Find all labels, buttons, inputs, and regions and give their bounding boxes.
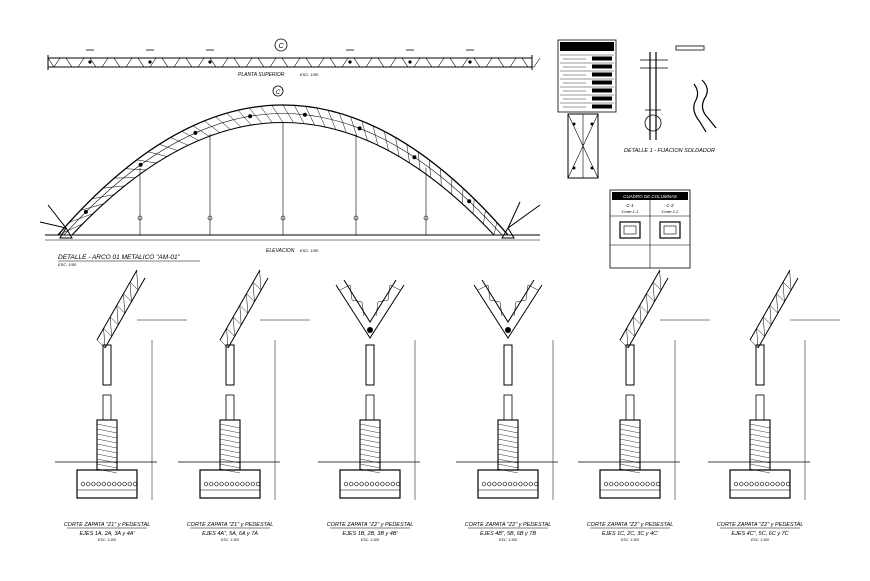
section-axes: EJES 4C", 5C, 6C y 7C xyxy=(731,531,788,537)
svg-text:C: C xyxy=(276,90,281,96)
section-scale: ESC. 1:100 xyxy=(98,538,116,542)
section-axes: EJES 1B, 2B, 3B y 4B' xyxy=(342,531,398,537)
elevation-scale: ESC. 1/50 xyxy=(300,248,319,253)
footing-sections: CORTE ZAPATA "Z1" y PEDESTAL EJES 1A, 2A,… xyxy=(55,269,840,542)
top-plan-scale: ESC. 1/50 xyxy=(300,72,319,77)
svg-text:C: C xyxy=(278,43,284,50)
columns-table: CUADRO DE COLUMNAS C-1 Corte 1-1 C-2 Cor… xyxy=(609,189,691,269)
footing-section-4: CORTE ZAPATA "Z2" y PEDESTAL EJES 4B", 5B… xyxy=(456,279,558,542)
columns-table-title: CUADRO DE COLUMNAS xyxy=(623,194,677,199)
col-b-label: C-2 xyxy=(666,203,674,208)
section-title: CORTE ZAPATA "Z2" y PEDESTAL xyxy=(587,522,674,528)
top-plan-title: PLANTA SUPERIOR xyxy=(238,72,285,78)
anchor-detail-title: DETALLE 1 - FIJACION SOLDADOR xyxy=(624,148,715,154)
section-axes: EJES 4A", 5A, 6A y 7A xyxy=(202,531,258,537)
section-axes: EJES 1C, 2C, 3C y 4C' xyxy=(602,531,659,537)
section-axes: EJES 1A, 2A, 3A y 4A' xyxy=(80,531,136,537)
col-b-sub: Corte 2-2 xyxy=(662,209,679,214)
section-scale: ESC. 1:100 xyxy=(751,538,769,542)
section-axes: EJES 4B", 5B, 6B y 7B xyxy=(480,531,536,537)
section-scale: ESC. 1:100 xyxy=(621,538,639,542)
elevation-title: ELEVACION xyxy=(266,248,295,254)
col-a-label: C-1 xyxy=(626,203,634,208)
arch-detail-scale: ESC. 1/50 xyxy=(58,262,77,267)
anchor-detail: DETALLE 1 - FIJACION SOLDADOR xyxy=(624,45,717,154)
footing-section-5: CORTE ZAPATA "Z2" y PEDESTAL EJES 1C, 2C,… xyxy=(578,269,710,542)
section-title: CORTE ZAPATA "Z2" y PEDESTAL xyxy=(717,522,804,528)
top-plan: C PLANTA SUPERIOR ESC. 1/50 xyxy=(47,38,541,78)
arch-elevation: C ELEVACION ESC. 1/50 DETALLE - ARCO 01 … xyxy=(39,85,541,267)
col-a-sub: Corte 1-1 xyxy=(622,209,639,214)
section-scale: ESC. 1:100 xyxy=(361,538,379,542)
section-title: CORTE ZAPATA "Z1" y PEDESTAL xyxy=(64,522,151,528)
footing-section-2: CORTE ZAPATA "Z1" y PEDESTAL EJES 4A", 5A… xyxy=(178,269,310,542)
footing-section-6: CORTE ZAPATA "Z2" y PEDESTAL EJES 4C", 5C… xyxy=(708,269,840,542)
section-title: CORTE ZAPATA "Z2" y PEDESTAL xyxy=(327,522,414,528)
section-title: CORTE ZAPATA "Z1" y PEDESTAL xyxy=(187,522,274,528)
arch-detail-title: DETALLE - ARCO 01 METALICO "AM-01" xyxy=(58,254,181,261)
section-scale: ESC. 1:100 xyxy=(221,538,239,542)
footing-section-3: CORTE ZAPATA "Z2" y PEDESTAL EJES 1B, 2B,… xyxy=(318,279,420,542)
section-title: CORTE ZAPATA "Z2" y PEDESTAL xyxy=(465,522,552,528)
notes-block xyxy=(557,39,617,179)
section-scale: ESC. 1:100 xyxy=(499,538,517,542)
footing-section-1: CORTE ZAPATA "Z1" y PEDESTAL EJES 1A, 2A,… xyxy=(55,269,187,542)
